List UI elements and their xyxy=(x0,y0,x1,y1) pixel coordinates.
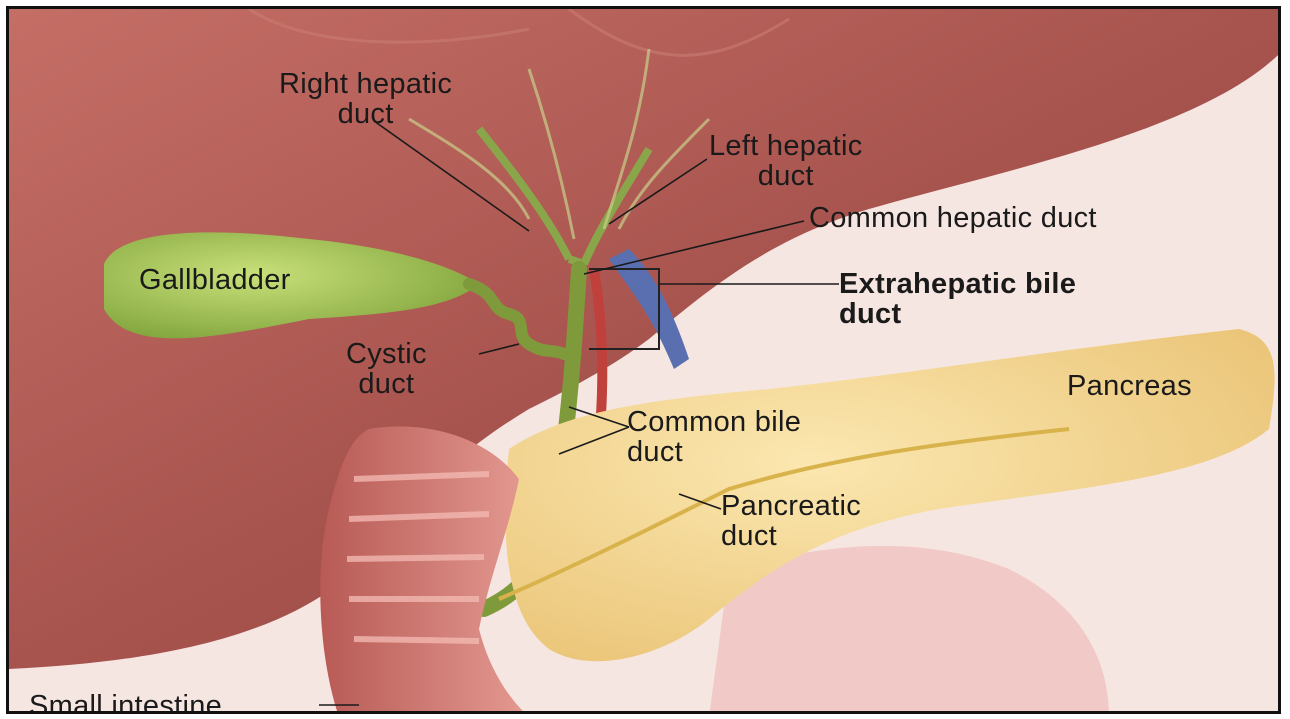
label-right-hepatic-duct: Right hepatic duct xyxy=(279,69,452,129)
label-cystic-duct: Cystic duct xyxy=(346,339,427,399)
label-left-hepatic-duct: Left hepatic duct xyxy=(709,131,863,191)
label-gallbladder: Gallbladder xyxy=(139,265,291,295)
label-pancreas: Pancreas xyxy=(1067,371,1192,401)
diagram-frame: Right hepatic duct Left hepatic duct Com… xyxy=(6,6,1281,714)
label-extrahepatic-bile-duct: Extrahepatic bile duct xyxy=(839,269,1076,329)
anatomy-illustration xyxy=(9,9,1281,714)
label-common-hepatic-duct: Common hepatic duct xyxy=(809,203,1097,233)
label-small-intestine: Small intestine xyxy=(29,691,222,714)
label-pancreatic-duct: Pancreatic duct xyxy=(721,491,861,551)
label-common-bile-duct: Common bile duct xyxy=(627,407,801,467)
